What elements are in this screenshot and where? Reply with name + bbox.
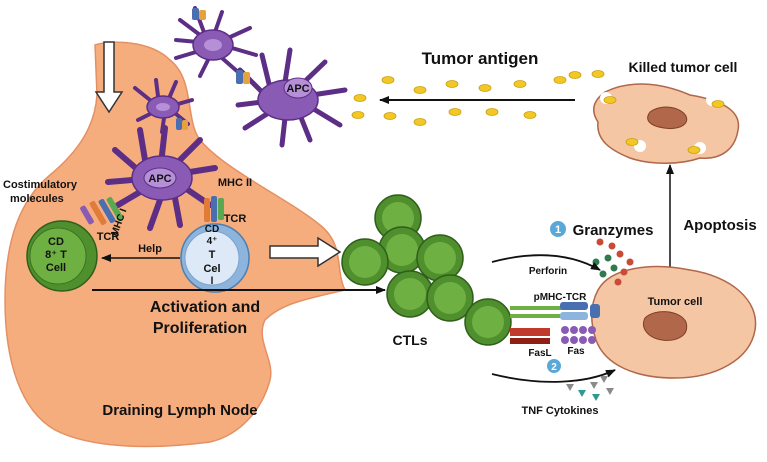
activation-label-1: Activation and	[150, 299, 260, 316]
ctl-cell	[341, 238, 389, 286]
receptor-icon	[80, 196, 224, 226]
granzymes-number: 1	[555, 224, 561, 236]
ctl-cell	[426, 274, 474, 322]
cd8-label-1: CD	[48, 236, 64, 248]
tumor-antigen-label: Tumor antigen	[422, 49, 539, 68]
cd4-label-1: CD	[205, 224, 219, 235]
draining-lymph-node-label: Draining Lymph Node	[102, 402, 257, 419]
cd4-t-cell	[180, 223, 250, 293]
cd4-label-2: 4⁺	[207, 236, 218, 247]
ctl-cell	[464, 298, 512, 346]
tnf-arrow	[491, 369, 616, 383]
open-arrow-down-icon	[94, 41, 124, 114]
killed-tumor-cell-label: Killed tumor cell	[629, 59, 738, 75]
tumor-cell	[591, 265, 757, 379]
apoptosis-label: Apoptosis	[683, 217, 756, 234]
cd4-label-4: Cel	[203, 263, 220, 275]
apc-small-node	[133, 78, 194, 134]
tnf-number: 2	[551, 362, 557, 373]
pmhc-tcr-label: pMHC-TCR	[534, 292, 588, 303]
cd8-label-3: Cell	[46, 262, 66, 274]
apc-small-top	[174, 6, 258, 78]
killed-tumor-cell	[593, 83, 740, 164]
ctl-cell	[378, 226, 426, 274]
ctl-cluster	[341, 194, 512, 346]
costimulatory-label-2: molecules	[10, 193, 64, 205]
tcr-right-label: TCR	[224, 213, 247, 225]
cd8-t-cell	[26, 220, 98, 292]
fasl-label: FasL	[528, 348, 551, 359]
cd4-label-3: T	[209, 249, 216, 261]
mhc-ii-label: MHC II	[218, 177, 252, 189]
tnf-cytokines-label: TNF Cytokines	[521, 405, 598, 417]
apc-node-label: APC	[148, 173, 171, 185]
apc-top-label: APC	[286, 83, 309, 95]
apc-cell-top: APC	[235, 47, 348, 148]
tumor-antigen-particles	[351, 70, 605, 126]
ctl-cell	[386, 270, 434, 318]
granzymes-label: Granzymes	[573, 222, 654, 239]
tcr-left-label: TCR	[97, 231, 120, 243]
ctl-cell	[416, 234, 464, 282]
help-label: Help	[138, 243, 162, 255]
cd4-label-5: l	[211, 276, 214, 287]
synapse-receptors	[510, 302, 600, 344]
tnf-badge	[547, 359, 561, 373]
cd8-label-2: 8⁺ T	[45, 249, 67, 261]
fas-label: Fas	[567, 346, 585, 357]
costimulatory-label-1: Costimulatory	[3, 179, 78, 191]
apc-cell-node: APC	[105, 125, 218, 231]
tnf-particles	[566, 376, 614, 401]
activation-label-2: Proliferation	[153, 320, 247, 337]
perforin-label: Perforin	[529, 266, 567, 277]
ctls-label: CTLs	[393, 332, 428, 348]
perforin-arrow	[491, 254, 601, 271]
open-arrow-right-icon	[269, 236, 342, 268]
granzymes-badge	[550, 221, 566, 237]
tumor-cell-label: Tumor cell	[648, 296, 703, 308]
